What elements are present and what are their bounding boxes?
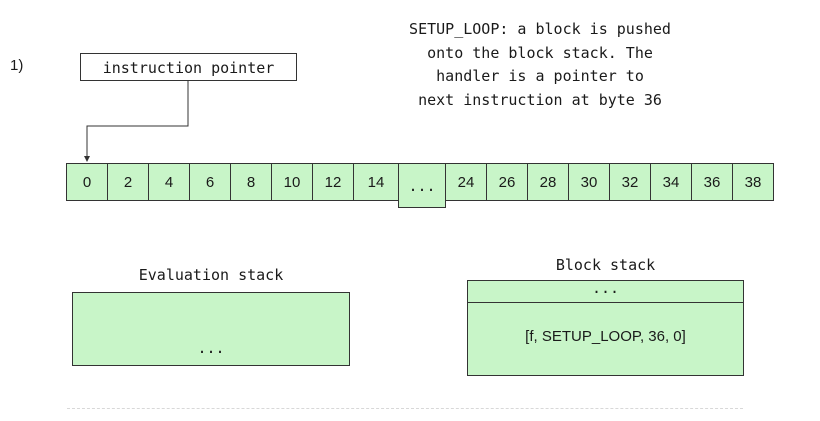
byte-cell: 10 xyxy=(271,163,313,201)
block-stack-top: ... xyxy=(468,281,743,303)
caption-line: SETUP_LOOP: a block is pushed xyxy=(409,20,671,38)
byte-cell: 30 xyxy=(568,163,610,201)
byte-cell: 24 xyxy=(445,163,487,201)
byte-cell: 34 xyxy=(650,163,692,201)
divider xyxy=(67,408,743,409)
byte-cell: 0 xyxy=(66,163,108,201)
block-stack-entry: [f, SETUP_LOOP, 36, 0] xyxy=(525,328,686,345)
caption-line: onto the block stack. The xyxy=(427,43,653,62)
byte-cell: 26 xyxy=(486,163,528,201)
byte-cell: 12 xyxy=(312,163,354,201)
byte-cell: 32 xyxy=(609,163,651,201)
caption-line: handler is a pointer to xyxy=(436,67,644,85)
evaluation-stack-title: Evaluation stack xyxy=(138,266,284,284)
byte-cell: 6 xyxy=(189,163,231,201)
step-number: 1) xyxy=(10,57,24,74)
instruction-pointer-box: instruction pointer xyxy=(80,53,297,81)
caption-line: next instruction at byte 36 xyxy=(418,90,662,109)
byte-cell: 38 xyxy=(732,163,774,201)
block-stack: ... [f, SETUP_LOOP, 36, 0] xyxy=(467,280,744,376)
evaluation-stack: ... xyxy=(72,292,350,366)
byte-cell: 4 xyxy=(148,163,190,201)
block-stack-title: Block stack xyxy=(555,256,656,274)
byte-cell: 14 xyxy=(353,163,399,201)
caption: SETUP_LOOP: a block is pushed onto the b… xyxy=(370,18,710,112)
evaluation-stack-contents: ... xyxy=(197,339,225,357)
byte-cell: 28 xyxy=(527,163,569,201)
byte-cell: 8 xyxy=(230,163,272,201)
byte-cell: 2 xyxy=(107,163,149,201)
byte-cell-ellipsis: ... xyxy=(398,163,446,208)
byte-cell: 36 xyxy=(691,163,733,201)
